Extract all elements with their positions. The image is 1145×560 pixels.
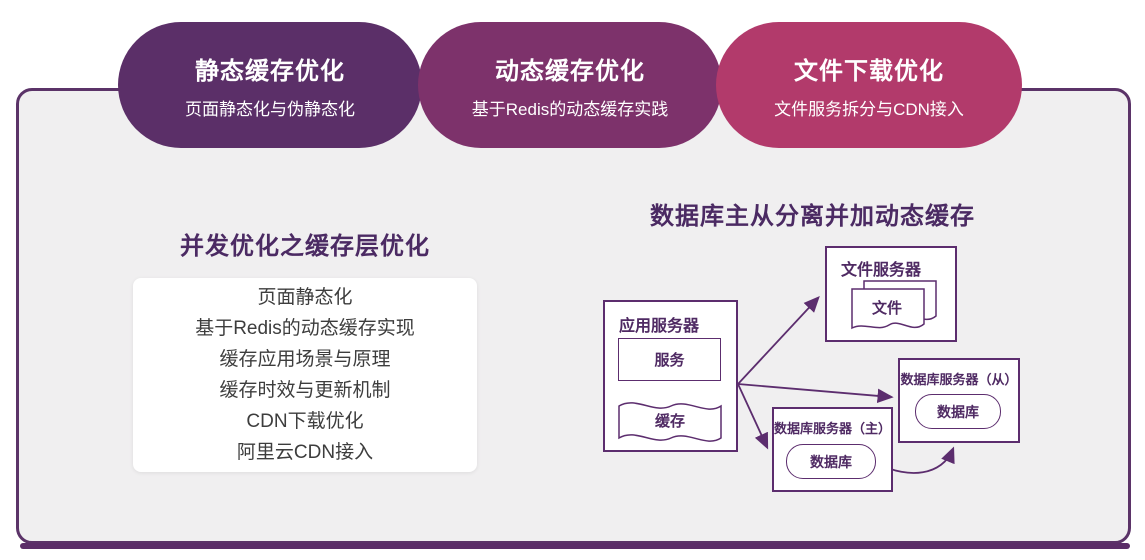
file-server-label: 文件服务器 — [841, 262, 922, 279]
cache-tape-shape — [618, 402, 722, 442]
file-doc-label: 文件 — [871, 300, 902, 317]
service-node: 服务 — [618, 338, 721, 381]
pill-title: 文件下载优化 — [794, 57, 944, 85]
pill-subtitle: 基于Redis的动态缓存实践 — [471, 99, 669, 119]
files-node: 文件 — [851, 280, 937, 336]
topic-list-card: 页面静态化 基于Redis的动态缓存实现 缓存应用场景与原理 缓存时效与更新机制… — [133, 278, 477, 472]
list-item: 阿里云CDN接入 — [236, 442, 374, 463]
diagram-title: 数据库主从分离并加动态缓存 — [650, 203, 975, 230]
pill-title: 静态缓存优化 — [195, 57, 345, 85]
pill-title: 动态缓存优化 — [495, 57, 645, 85]
header-pill-dynamic-cache: 动态缓存优化 基于Redis的动态缓存实践 — [418, 22, 722, 148]
db-master-box: 数据库服务器（主） 数据库 — [772, 407, 893, 492]
app-server-label: 应用服务器 — [619, 318, 700, 335]
list-item: 基于Redis的动态缓存实现 — [195, 318, 415, 339]
db-slave-database: 数据库 — [915, 394, 1001, 429]
header-pill-file-download: 文件下载优化 文件服务拆分与CDN接入 — [716, 22, 1022, 148]
pill-subtitle: 页面静态化与伪静态化 — [185, 99, 355, 119]
header-pill-static-cache: 静态缓存优化 页面静态化与伪静态化 — [118, 22, 422, 148]
db-master-label: 数据库服务器（主） — [774, 421, 892, 436]
app-server-box: 应用服务器 服务 缓存 — [603, 300, 738, 452]
documents-shape — [851, 280, 937, 330]
pill-subtitle: 文件服务拆分与CDN接入 — [774, 99, 964, 119]
db-slave-box: 数据库服务器（从） 数据库 — [898, 358, 1020, 443]
list-item: 页面静态化 — [257, 287, 353, 308]
db-slave-label: 数据库服务器（从） — [900, 372, 1018, 387]
cache-node: 缓存 — [617, 395, 723, 449]
left-section-title: 并发优化之缓存层优化 — [180, 233, 430, 260]
cache-label: 缓存 — [654, 413, 685, 430]
bottom-accent-bar — [20, 543, 1130, 549]
list-item: 缓存时效与更新机制 — [219, 380, 391, 401]
list-item: 缓存应用场景与原理 — [219, 349, 391, 370]
file-server-box: 文件服务器 文件 — [825, 246, 957, 342]
db-master-database: 数据库 — [786, 444, 876, 479]
list-item: CDN下载优化 — [246, 411, 364, 432]
